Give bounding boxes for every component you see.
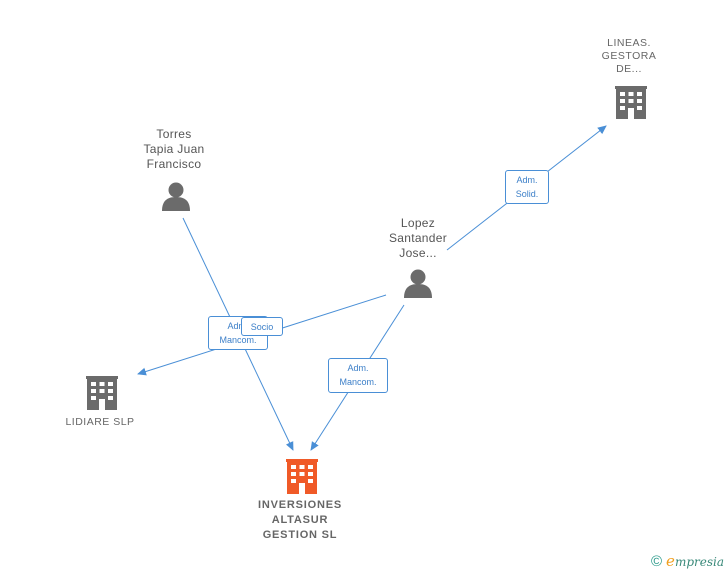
node-label-lineas[interactable]: LINEAS. GESTORA DE... — [601, 37, 657, 75]
building-icon[interactable] — [86, 376, 118, 410]
node-label-inversiones[interactable]: INVERSIONES ALTASUR GESTION SL — [258, 499, 342, 541]
footer-brand: © empresia — [651, 552, 724, 570]
edge-label-adm-solid: Adm. Solid. — [505, 170, 549, 204]
building-icon[interactable] — [615, 86, 647, 119]
node-label-torres[interactable]: Torres Tapia Juan Francisco — [143, 127, 205, 171]
brand-logo: empresia — [666, 552, 724, 570]
node-label-lidiare[interactable]: LIDIARE SLP — [65, 416, 135, 428]
edge-label-socio: Socio — [241, 317, 283, 336]
copyright-icon: © — [650, 552, 663, 570]
person-icon[interactable] — [404, 269, 432, 299]
edge-label-adm-mancom-lopez: Adm. Mancom. — [328, 358, 388, 393]
person-icon[interactable] — [162, 182, 190, 212]
building-icon-main[interactable] — [286, 459, 318, 494]
node-label-lopez[interactable]: Lopez Santander Jose... — [388, 216, 448, 260]
